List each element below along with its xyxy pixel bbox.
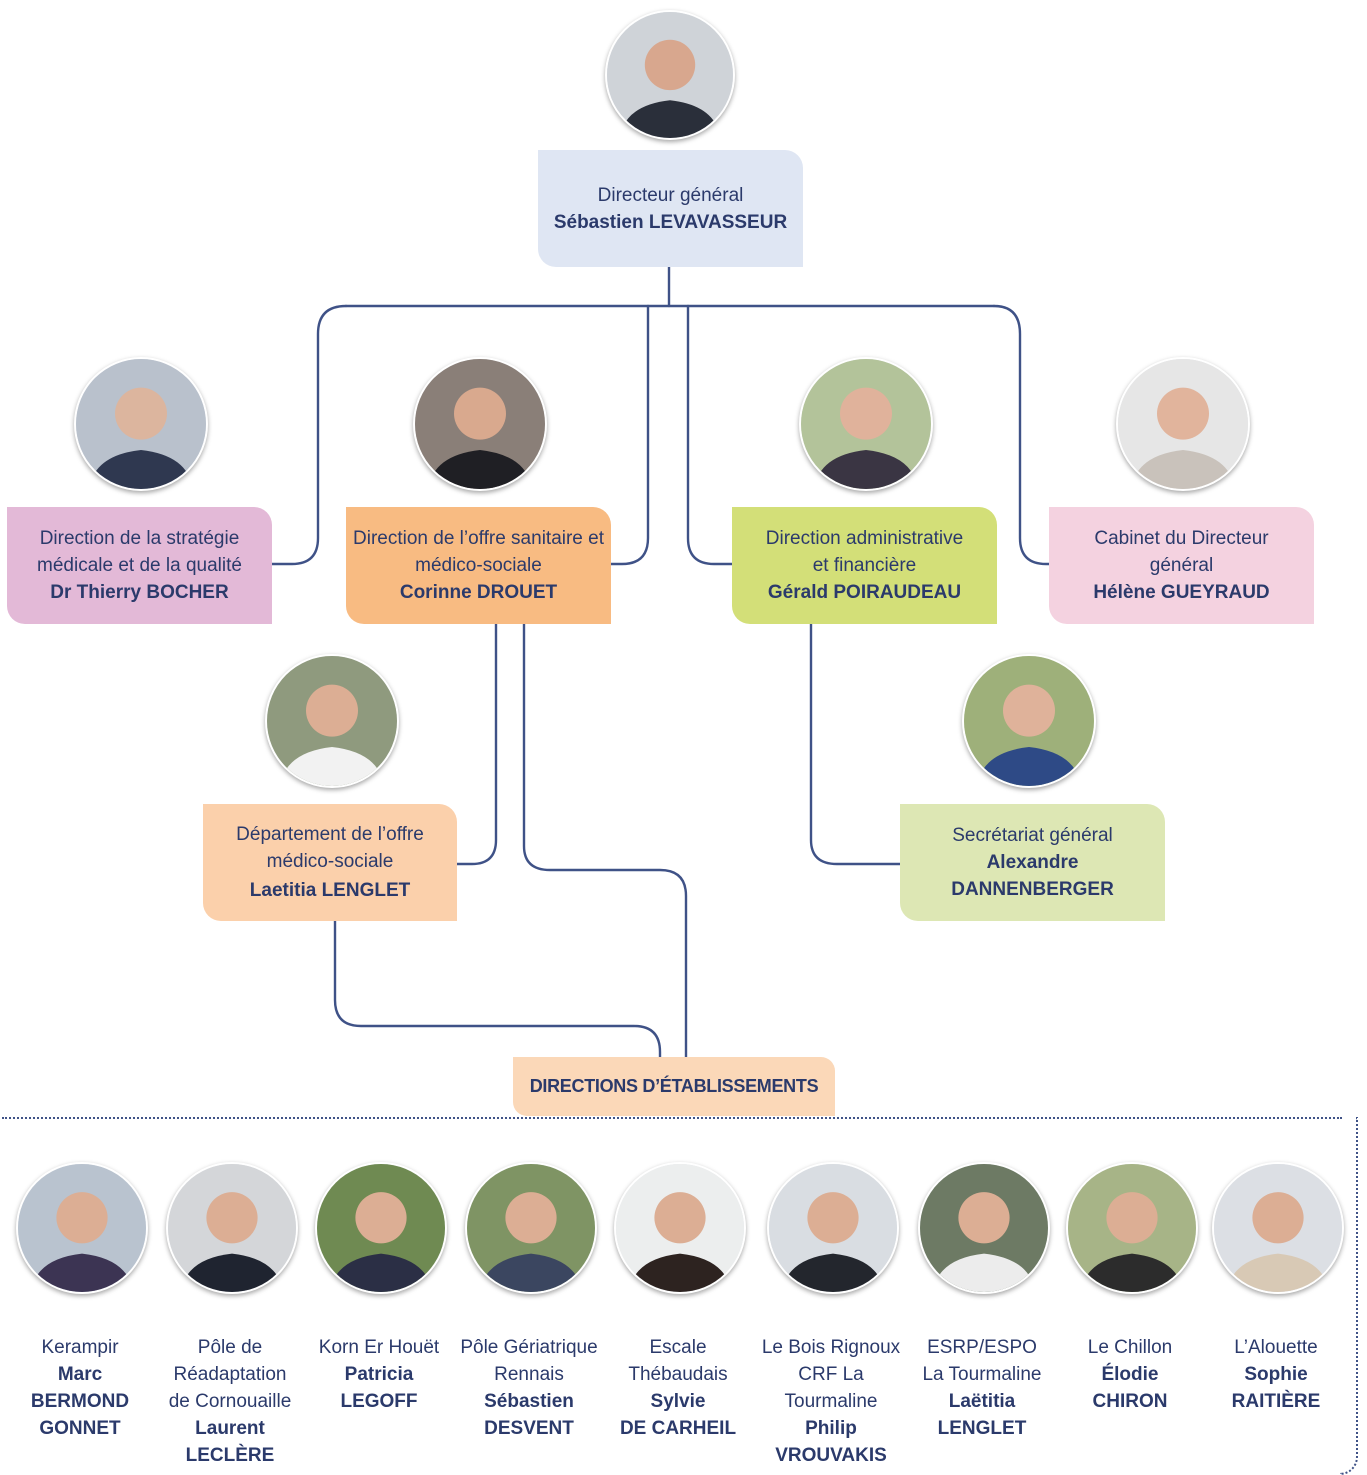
portrait-icon [76, 359, 206, 489]
cabinet-box: Cabinet du Directeur général Hélène GUEY… [1049, 507, 1314, 624]
establishment-photo [767, 1162, 899, 1294]
portrait-icon [607, 12, 733, 138]
establishment-director: Sébastien DESVENT [484, 1391, 574, 1439]
secretariat-photo [962, 654, 1096, 788]
establishment-place: Escale Thébaudais [628, 1337, 728, 1385]
establishments-banner: DIRECTIONS D’ÉTABLISSEMENTS [513, 1057, 835, 1116]
establishment-photo [16, 1162, 148, 1294]
medico-name: Laetitia LENGLET [249, 880, 411, 901]
admin-box: Direction administrative et financière G… [732, 507, 997, 624]
establishment-director: Élodie CHIRON [1092, 1364, 1168, 1412]
establishment-director: Laëtitia LENGLET [937, 1391, 1027, 1439]
establishment-place: Kerampir [41, 1337, 119, 1358]
establishment-place: Korn Er Houët [318, 1337, 440, 1358]
establishment-photo [918, 1162, 1050, 1294]
portrait-icon [964, 656, 1094, 786]
strategie-name: Dr Thierry BOCHER [50, 582, 229, 603]
secretariat-box: Secrétariat général Alexandre DANNENBERG… [900, 804, 1165, 921]
portrait-icon [18, 1164, 146, 1292]
strategie-role: Direction de la stratégie médicale et de… [37, 528, 242, 576]
connector-sanitaire [608, 304, 650, 566]
portrait-icon [1118, 359, 1248, 489]
cabinet-name: Hélène GUEYRAUD [1093, 582, 1270, 603]
connector-medico-etablissements [333, 918, 662, 1060]
portrait-icon [1214, 1164, 1342, 1292]
strategie-box: Direction de la stratégie médicale et de… [7, 507, 272, 624]
director-general-box: Directeur général Sébastien LEVAVASSEUR [538, 150, 803, 267]
establishment-director: Laurent LECLÈRE [185, 1418, 275, 1466]
sanitaire-box: Direction de l’offre sanitaire et médico… [346, 507, 611, 624]
connector-admin [686, 304, 734, 566]
portrait-icon [415, 359, 545, 489]
establishment-place: Le Bois Rignoux CRF La Tourmaline [761, 1337, 901, 1412]
sanitaire-photo [413, 357, 547, 491]
establishment-place: Pôle Gériatrique Rennais [460, 1337, 598, 1385]
establishment-place: Pôle de Réadaptation de Cornouaille [168, 1337, 292, 1412]
establishment-director: Philip VROUVAKIS [775, 1418, 887, 1466]
establishment-photo [614, 1162, 746, 1294]
establishment-place: L’Alouette [1234, 1337, 1318, 1358]
establishment-photo [1066, 1162, 1198, 1294]
establishment-director: Sophie RAITIÈRE [1231, 1364, 1321, 1412]
medico-box: Département de l’offre médico-sociale La… [203, 804, 457, 921]
establishment-photo [315, 1162, 447, 1294]
director-general-name: Sébastien LEVAVASSEUR [553, 211, 788, 233]
portrait-icon [616, 1164, 744, 1292]
portrait-icon [467, 1164, 595, 1292]
connector-sanitaire-etablissements [522, 622, 688, 1060]
portrait-icon [168, 1164, 296, 1292]
portrait-icon [1068, 1164, 1196, 1292]
strategie-photo [74, 357, 208, 491]
establishment-director: Marc BERMOND GONNET [30, 1364, 130, 1439]
portrait-icon [801, 359, 931, 489]
establishment-photo [1212, 1162, 1344, 1294]
portrait-icon [920, 1164, 1048, 1292]
cabinet-photo [1116, 357, 1250, 491]
cabinet-role: Cabinet du Directeur général [1094, 528, 1269, 576]
portrait-icon [317, 1164, 445, 1292]
establishment-photo [166, 1162, 298, 1294]
admin-role: Direction administrative et financière [765, 528, 964, 576]
portrait-icon [267, 656, 397, 786]
admin-photo [799, 357, 933, 491]
connector-medico [454, 622, 498, 866]
secretariat-role: Secrétariat général [952, 825, 1113, 846]
establishments-frame-top [2, 1117, 1342, 1119]
establishment-director: Patricia LEGOFF [340, 1364, 418, 1412]
secretariat-name: Alexandre DANNENBERGER [951, 852, 1114, 900]
connector-cabinet [992, 304, 1052, 566]
establishment-place: Le Chillon [1087, 1337, 1173, 1358]
sanitaire-role: Direction de l’offre sanitaire et médico… [353, 528, 604, 576]
connector-secretariat [809, 622, 902, 866]
sanitaire-name: Corinne DROUET [399, 582, 558, 603]
establishment-photo [465, 1162, 597, 1294]
establishments-frame-right [1340, 1117, 1358, 1475]
medico-photo [265, 654, 399, 788]
medico-role: Département de l’offre médico-sociale [236, 824, 424, 872]
connector-strategie [270, 304, 348, 566]
director-general-role: Directeur général [597, 184, 744, 206]
portrait-icon [769, 1164, 897, 1292]
establishments-banner-label: DIRECTIONS D’ÉTABLISSEMENTS [529, 1076, 819, 1096]
establishment-director: Sylvie DE CARHEIL [619, 1391, 737, 1439]
admin-name: Gérald POIRAUDEAU [767, 582, 962, 603]
establishment-place: ESRP/ESPO La Tourmaline [922, 1337, 1042, 1385]
director-general-photo [605, 10, 735, 140]
